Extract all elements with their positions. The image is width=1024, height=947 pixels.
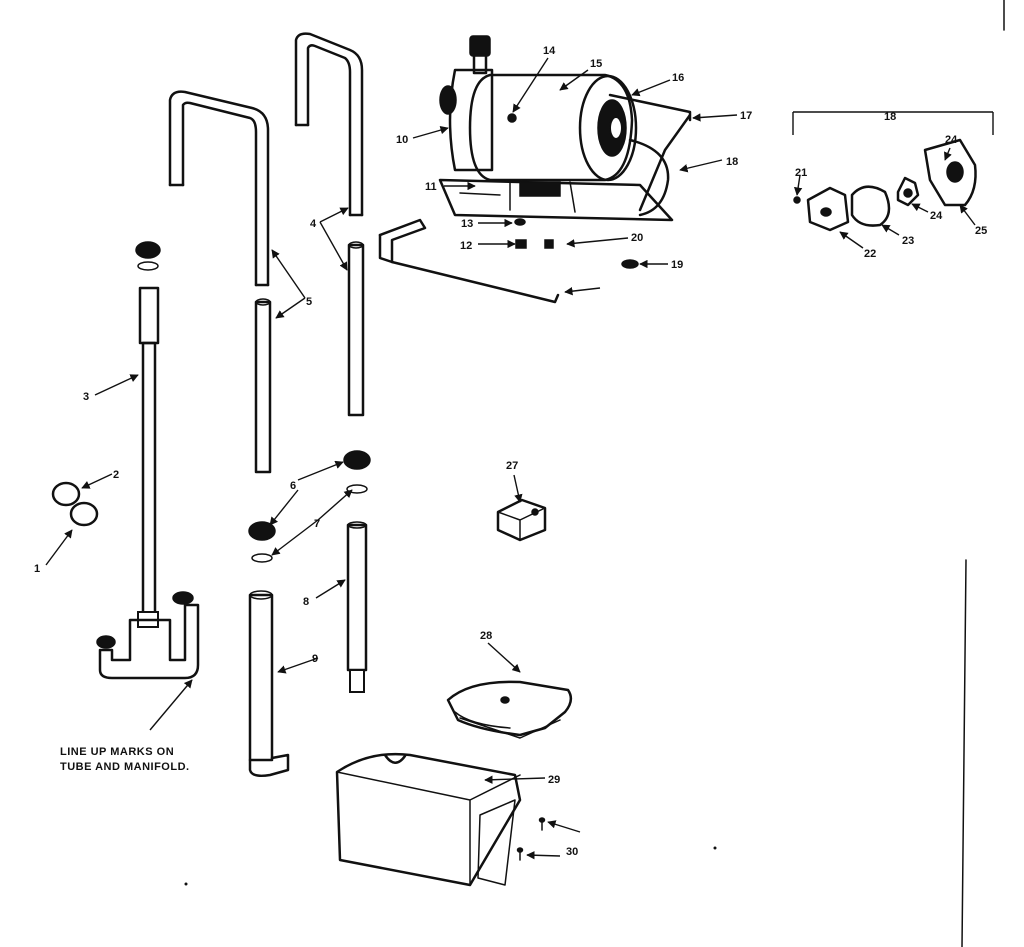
nut-washer-set-right xyxy=(343,450,371,494)
mounting-rail xyxy=(378,218,639,304)
assembly-note: LINE UP MARKS ON TUBE AND MANIFOLD. xyxy=(60,746,190,773)
callout-25: 25 xyxy=(975,225,987,237)
callout-8: 8 xyxy=(303,596,309,608)
callout-17: 17 xyxy=(740,110,752,122)
callout-16: 16 xyxy=(672,72,684,84)
callout-20: 20 xyxy=(631,232,643,244)
clamp-rings xyxy=(51,481,99,527)
impeller-kit xyxy=(792,111,994,232)
jet-tube-assembly xyxy=(96,241,200,680)
leader-lines xyxy=(45,57,976,860)
callout-6: 6 xyxy=(290,480,296,492)
callout-24-lower: 24 xyxy=(930,210,943,222)
note-line-2: TUBE AND MANIFOLD. xyxy=(60,761,190,773)
cover-screws xyxy=(516,817,546,861)
callout-kit: 18 xyxy=(884,111,896,123)
callout-18: 18 xyxy=(726,156,738,168)
callout-1: 1 xyxy=(34,563,40,575)
callout-22: 22 xyxy=(864,248,876,260)
callout-3: 3 xyxy=(83,391,89,403)
callout-13: 13 xyxy=(461,218,473,230)
lower-tube-9 xyxy=(248,590,290,778)
gasket-pad xyxy=(446,680,573,739)
callout-labels: 1 2 3 4 5 6 7 8 9 10 11 12 13 14 15 16 1… xyxy=(34,45,987,858)
pressure-switch xyxy=(496,498,547,542)
scan-specks xyxy=(184,0,1005,947)
callout-23: 23 xyxy=(902,235,914,247)
callout-15: 15 xyxy=(590,58,602,70)
callout-27: 27 xyxy=(506,460,518,472)
lower-tube-8 xyxy=(346,521,368,693)
nut-washer-set-left xyxy=(248,521,276,563)
callout-10: 10 xyxy=(396,134,408,146)
callout-29: 29 xyxy=(548,774,560,786)
callout-4: 4 xyxy=(310,218,317,230)
callout-14: 14 xyxy=(543,45,556,57)
straight-tube-left xyxy=(254,298,272,474)
callout-11: 11 xyxy=(425,181,437,193)
callout-5: 5 xyxy=(306,296,312,308)
callout-30: 30 xyxy=(566,846,578,858)
pump-motor xyxy=(438,35,692,222)
callout-12: 12 xyxy=(460,240,472,252)
callout-19: 19 xyxy=(671,259,683,271)
callout-21: 21 xyxy=(795,167,807,179)
callout-24-upper: 24 xyxy=(945,134,958,146)
callout-9: 9 xyxy=(312,653,318,665)
u-tube-left xyxy=(168,90,270,287)
callout-28: 28 xyxy=(480,630,492,642)
note-line-1: LINE UP MARKS ON xyxy=(60,746,174,758)
u-tube-right xyxy=(294,32,364,217)
straight-tube-right xyxy=(347,241,365,417)
callout-2: 2 xyxy=(113,469,119,481)
motor-cover xyxy=(335,752,522,887)
callout-7: 7 xyxy=(314,518,320,530)
